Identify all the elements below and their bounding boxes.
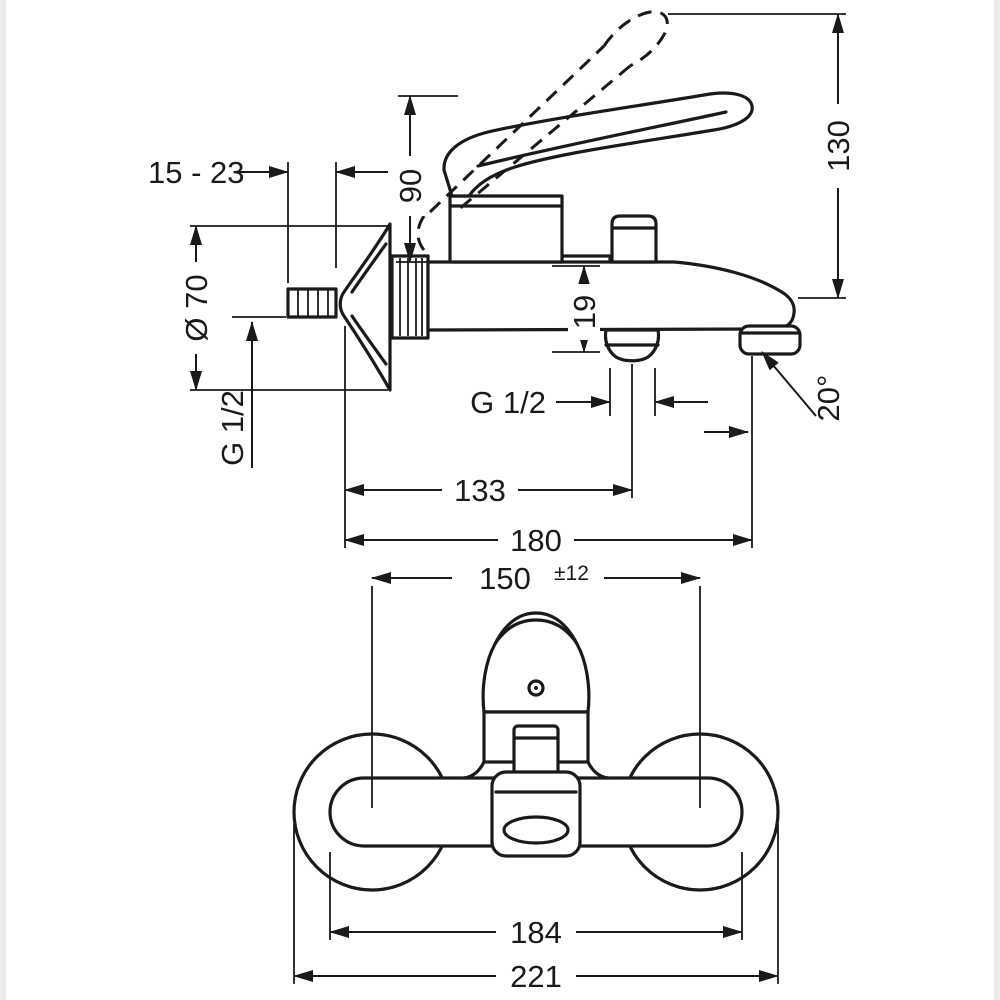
dim-body-width: 184 [329,852,743,950]
dim-depth-to-outlet: 133 [344,326,633,548]
dim-label-group: 19 [567,284,602,340]
dim-label-body-width: 184 [510,915,562,950]
escutcheon-inner-contour [350,242,388,366]
dim-label-group: Ø 70 [179,262,214,354]
lever-handle-raised-dashed [416,10,669,251]
front-view [292,611,780,892]
dim-label-hole-tolerance: ±12 [554,562,589,585]
aerator-front [502,815,570,845]
dim-label-outlet-thread: G 1/2 [470,385,546,420]
dim-label-wall-depth: 15 - 23 [148,155,245,190]
dim-outlet-thread: G 1/2 [470,368,708,420]
leader-arrow [761,351,817,417]
dim-spout-offset: 19 [552,265,602,353]
dim-lever-height: 90 [393,95,458,263]
handle-front-inner-arc [495,618,577,643]
dim-label-group: 20° [811,375,846,422]
dim-label-group: 130 [821,104,856,188]
side-view-dimensions: 15 - 23 Ø 70 G 1/2 [148,13,856,558]
label-backing [442,474,518,504]
lever-handle-edge-line [476,110,728,168]
label-backing [822,104,854,188]
diverter-knob [610,214,658,264]
dim-label-inlet-thread: G 1/2 [215,390,250,466]
dim-label-group: G 1/2 [215,390,250,466]
label-backing [452,561,604,595]
union-nut-threads [399,258,423,336]
dim-overall-depth: 180 [344,356,753,558]
dim-label-spout-angle: 20° [811,375,846,422]
dim-label-overall-depth: 180 [510,523,562,558]
dim-label-depth-to-outlet: 133 [454,473,506,508]
label-backing [496,916,576,946]
label-backing [180,262,212,354]
front-view-dimensions: 150 ±12 184 221 [293,561,779,994]
dim-label-hole-distance: 150 [479,561,531,596]
handle-screw-dot [534,686,538,690]
lever-handle [442,91,754,198]
handle-screw-hole [527,679,545,697]
dim-inlet-thread: G 1/2 [215,316,286,468]
spout-aerator [738,324,802,356]
wall-escutcheon-cone [338,222,392,392]
dashed-handle-tip [602,10,669,68]
dim-hole-distance: 150 ±12 [371,561,701,808]
dashed-pivot-arc [416,215,426,251]
dim-label-escutcheon-diameter: Ø 70 [179,274,214,341]
dim-max-height: 130 [668,13,856,299]
label-backing [394,156,426,216]
dashed-handle-bottom-line [457,64,631,212]
handle-front [481,611,591,714]
dim-overall-width: 221 [293,824,779,994]
page-edge-left [0,0,6,1000]
dim-wall-depth: 15 - 23 [148,155,388,283]
inlet-nipple-threads [297,290,329,316]
diverter-front [512,724,560,780]
side-view [286,10,802,392]
dim-label-max-height: 130 [821,120,856,172]
dim-escutcheon-diameter: Ø 70 [179,225,388,391]
label-backing [568,284,600,340]
dim-spout-angle: 20° [704,351,846,438]
dim-label-overall-width: 221 [510,959,562,994]
dashed-handle-top-line [428,44,606,214]
mixer-body [426,260,796,332]
label-backing [496,960,576,990]
dim-label-group: 90 [393,156,428,216]
dim-label-spout-offset: 19 [567,295,602,329]
label-backing [498,524,574,554]
dim-label-lever-height: 90 [393,169,428,203]
page-edge-right [994,0,1000,1000]
